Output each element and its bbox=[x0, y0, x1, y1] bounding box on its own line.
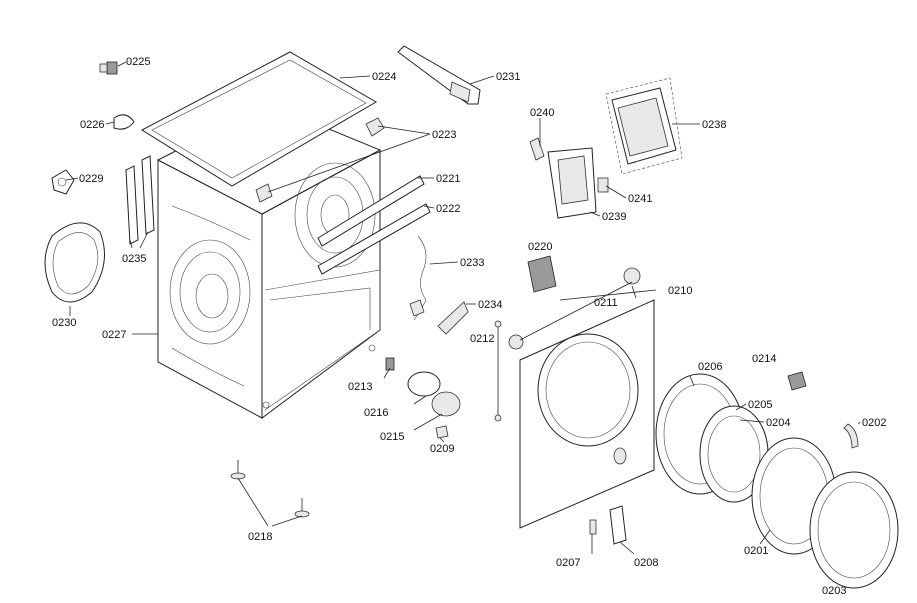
side-rails-part bbox=[125, 155, 155, 245]
label-0202: 0202 bbox=[862, 417, 886, 429]
label-0221: 0221 bbox=[436, 173, 460, 185]
label-0231: 0231 bbox=[496, 71, 520, 83]
gasket-part bbox=[44, 222, 105, 303]
control-rail-part bbox=[397, 45, 481, 105]
latch-part bbox=[589, 505, 627, 545]
label-0208: 0208 bbox=[634, 557, 658, 569]
label-0214: 0214 bbox=[752, 353, 776, 365]
label-0229: 0229 bbox=[79, 173, 103, 185]
wiring-harness-part bbox=[409, 235, 427, 321]
knob-part bbox=[508, 267, 641, 350]
pcb-holder-part bbox=[547, 147, 597, 219]
hinge-cover-part bbox=[787, 371, 807, 391]
label-0235: 0235 bbox=[122, 253, 146, 265]
label-0226: 0226 bbox=[80, 119, 104, 131]
label-0218: 0218 bbox=[248, 531, 272, 543]
label-0222: 0222 bbox=[436, 203, 460, 215]
control-module-part bbox=[605, 77, 683, 175]
small-bracket-part bbox=[385, 357, 395, 371]
label-0239: 0239 bbox=[602, 211, 626, 223]
label-0209: 0209 bbox=[430, 443, 454, 455]
door-hinge-part bbox=[843, 423, 859, 449]
label-0205: 0205 bbox=[748, 399, 772, 411]
pump-ring-part bbox=[407, 371, 461, 439]
label-0212: 0212 bbox=[470, 333, 494, 345]
label-0203: 0203 bbox=[822, 585, 846, 597]
label-0216: 0216 bbox=[364, 407, 388, 419]
leader-lines bbox=[65, 61, 861, 555]
label-0201: 0201 bbox=[744, 545, 768, 557]
cross-beam-part bbox=[317, 175, 431, 275]
label-0213: 0213 bbox=[348, 381, 372, 393]
label-0230: 0230 bbox=[52, 317, 76, 329]
top-cover-part bbox=[140, 51, 377, 187]
rod-part bbox=[494, 320, 502, 422]
label-0211: 0211 bbox=[594, 297, 618, 309]
label-0215: 0215 bbox=[380, 431, 404, 443]
hinge-clip-part bbox=[51, 169, 75, 195]
front-panel-part bbox=[519, 299, 655, 529]
label-0204: 0204 bbox=[766, 417, 790, 429]
label-0225: 0225 bbox=[126, 56, 150, 68]
label-0238: 0238 bbox=[702, 119, 726, 131]
label-0227: 0227 bbox=[102, 329, 126, 341]
label-0224: 0224 bbox=[372, 71, 396, 83]
door-glass-part bbox=[809, 471, 899, 589]
label-0240: 0240 bbox=[530, 107, 554, 119]
connector-part bbox=[529, 137, 545, 161]
screw-part bbox=[99, 61, 118, 75]
label-0223: 0223 bbox=[432, 129, 456, 141]
label-0206: 0206 bbox=[698, 361, 722, 373]
door-lock-part bbox=[527, 255, 557, 293]
part-labels: 0225 0224 0231 0226 0223 0240 0238 0229 … bbox=[52, 56, 886, 597]
triangle-bracket-part bbox=[437, 301, 469, 335]
small-connector-part bbox=[597, 177, 609, 193]
label-0210: 0210 bbox=[668, 285, 692, 297]
label-0220: 0220 bbox=[528, 241, 552, 253]
label-0241: 0241 bbox=[628, 193, 652, 205]
label-0234: 0234 bbox=[478, 299, 502, 311]
foot-part bbox=[230, 460, 310, 518]
label-0207: 0207 bbox=[556, 557, 580, 569]
clip-part bbox=[113, 114, 135, 130]
label-0233: 0233 bbox=[460, 257, 484, 269]
mounting-bracket-part bbox=[255, 117, 385, 203]
